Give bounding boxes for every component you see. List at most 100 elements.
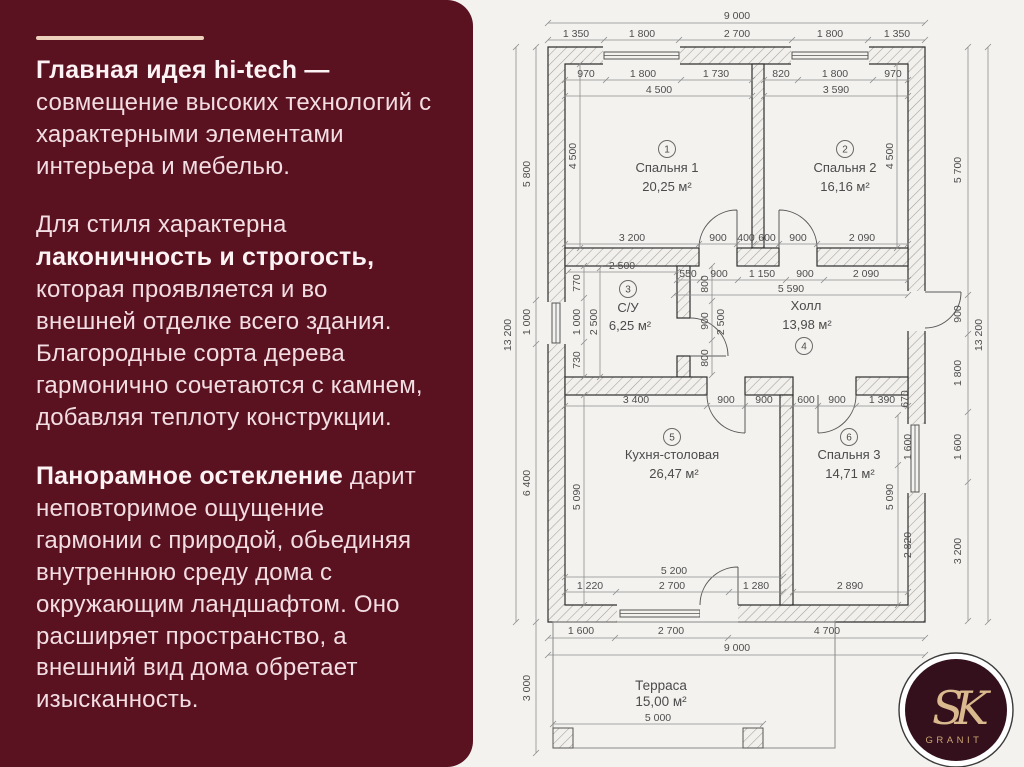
dimension-label: 5 000	[645, 712, 671, 724]
room-area: 16,16 м²	[820, 179, 870, 194]
room-name: Спальня 2	[813, 160, 876, 175]
dimension-label: 5 090	[571, 484, 583, 510]
dimension-label: 730	[571, 351, 583, 369]
style-body-rest: которая проявляется и во внешней отделке…	[36, 276, 423, 431]
room-number: 5	[669, 433, 675, 444]
room-name: С/У	[617, 300, 639, 315]
room-name: Кухня-столовая	[625, 447, 719, 462]
dimension-label: 900	[710, 268, 728, 280]
sk-granit-logo: SK GRANIT	[898, 652, 1014, 767]
dimension-label: 4 500	[567, 143, 579, 169]
dimension-label: 3 000	[521, 675, 533, 701]
room-name: Спальня 3	[817, 447, 880, 462]
dimension-label: 1 600	[902, 434, 914, 460]
dimension-label: 900	[796, 268, 814, 280]
dimension-label: 2 890	[837, 580, 863, 592]
dimension-label: 600	[797, 394, 815, 406]
dimension-label: 1 600	[952, 434, 964, 460]
room-name: Холл	[791, 298, 822, 313]
room-number-circle	[840, 428, 858, 446]
dimension-label: 800	[699, 349, 711, 367]
terrace-name: Терраса	[635, 678, 687, 693]
room-number-circle	[836, 140, 854, 158]
dimension-label: 1 350	[884, 28, 910, 40]
dimension-label: 4 500	[646, 84, 672, 96]
room-number: 4	[801, 342, 807, 353]
dimension-label: 9 000	[724, 642, 750, 654]
room-number: 2	[842, 145, 848, 156]
glazing-heading: Панорамное остекление	[36, 461, 343, 490]
paragraph-main-idea: Главная идея hi-tech — совмещение высоки…	[36, 54, 434, 183]
dimension-label: 1 000	[571, 309, 583, 335]
dimension-label: 5 200	[661, 565, 687, 577]
dimension-label: 550	[679, 268, 697, 280]
style-description-panel: Главная идея hi-tech — совмещение высоки…	[0, 0, 473, 767]
room-number: 6	[846, 433, 852, 444]
dimension-label: 900	[717, 394, 735, 406]
dimension-label: 1 280	[743, 580, 769, 592]
terrace-area: 15,00 м²	[635, 694, 687, 709]
logo-caption: GRANIT	[926, 735, 983, 746]
dimension-label: 4 700	[814, 625, 840, 637]
dimension-label: 1 800	[952, 360, 964, 386]
walls	[547, 46, 926, 623]
dimension-label: 1 000	[521, 309, 533, 335]
main-idea-heading: Главная идея hi-tech —	[36, 56, 330, 84]
main-idea-body: совмещение высоких технологий с характер…	[36, 89, 432, 181]
dimension-label: 5 700	[952, 157, 964, 183]
dimension-label: 2 500	[715, 309, 727, 335]
dimension-label: 1 390	[869, 394, 895, 406]
dimension-label: 400	[737, 232, 755, 244]
dimension-label: 4 500	[884, 143, 896, 169]
dimension-label: 800	[699, 275, 711, 293]
dimension-label: 1 800	[629, 28, 655, 40]
dimension-label: 1 800	[822, 68, 848, 80]
paragraph-glazing: Панорамное остекление дарит неповторимое…	[36, 460, 434, 717]
dimension-label: 2 500	[588, 309, 600, 335]
panel-text: Главная идея hi-tech — совмещение высоки…	[36, 54, 434, 742]
dimension-label: 2 700	[659, 580, 685, 592]
style-body-start: Для стиля характерна	[36, 210, 287, 238]
room-number-circle	[619, 280, 637, 298]
dimension-label: 13 200	[502, 319, 514, 351]
dimension-label: 2 090	[849, 232, 875, 244]
room-area: 14,71 м²	[825, 466, 875, 481]
dimension-label: 2 700	[724, 28, 750, 40]
room-number-circle	[658, 140, 676, 158]
dimension-label: 2 500	[609, 260, 635, 272]
dimension-label: 2 090	[853, 268, 879, 280]
dimension-label: 900	[709, 232, 727, 244]
dimension-label: 1 800	[817, 28, 843, 40]
dimension-label: 900	[952, 305, 964, 323]
dimension-label: 900	[789, 232, 807, 244]
dimension-label: 2 820	[902, 532, 914, 558]
dimension-label: 6 400	[521, 470, 533, 496]
dimension-label: 1 150	[749, 268, 775, 280]
room-area: 13,98 м²	[782, 317, 832, 332]
dimension-label: 1 800	[630, 68, 656, 80]
dimension-label: 3 200	[619, 232, 645, 244]
dimension-label: 1 730	[703, 68, 729, 80]
dimension-label: 670	[899, 390, 911, 408]
accent-line	[36, 36, 204, 40]
dimension-label: 970	[884, 68, 902, 80]
dimension-label: 5 800	[521, 161, 533, 187]
dimension-label: 2 700	[658, 625, 684, 637]
dimension-label: 770	[571, 274, 583, 292]
dimension-label: 13 200	[973, 319, 985, 351]
style-bold-phrase: лаконичность и строгость,	[36, 242, 375, 271]
paragraph-style: Для стиля характерна лаконичность и стро…	[36, 209, 434, 434]
dimension-label: 820	[772, 68, 790, 80]
room-number: 1	[664, 145, 670, 156]
dimension-label: 3 400	[623, 394, 649, 406]
terrace-outline	[552, 621, 836, 749]
dimension-label: 1 600	[568, 625, 594, 637]
room-name: Спальня 1	[635, 160, 698, 175]
room-area: 20,25 м²	[642, 179, 692, 194]
dimension-label: 5 090	[884, 484, 896, 510]
dimension-label: 3 200	[952, 538, 964, 564]
room-number: 3	[625, 285, 631, 296]
